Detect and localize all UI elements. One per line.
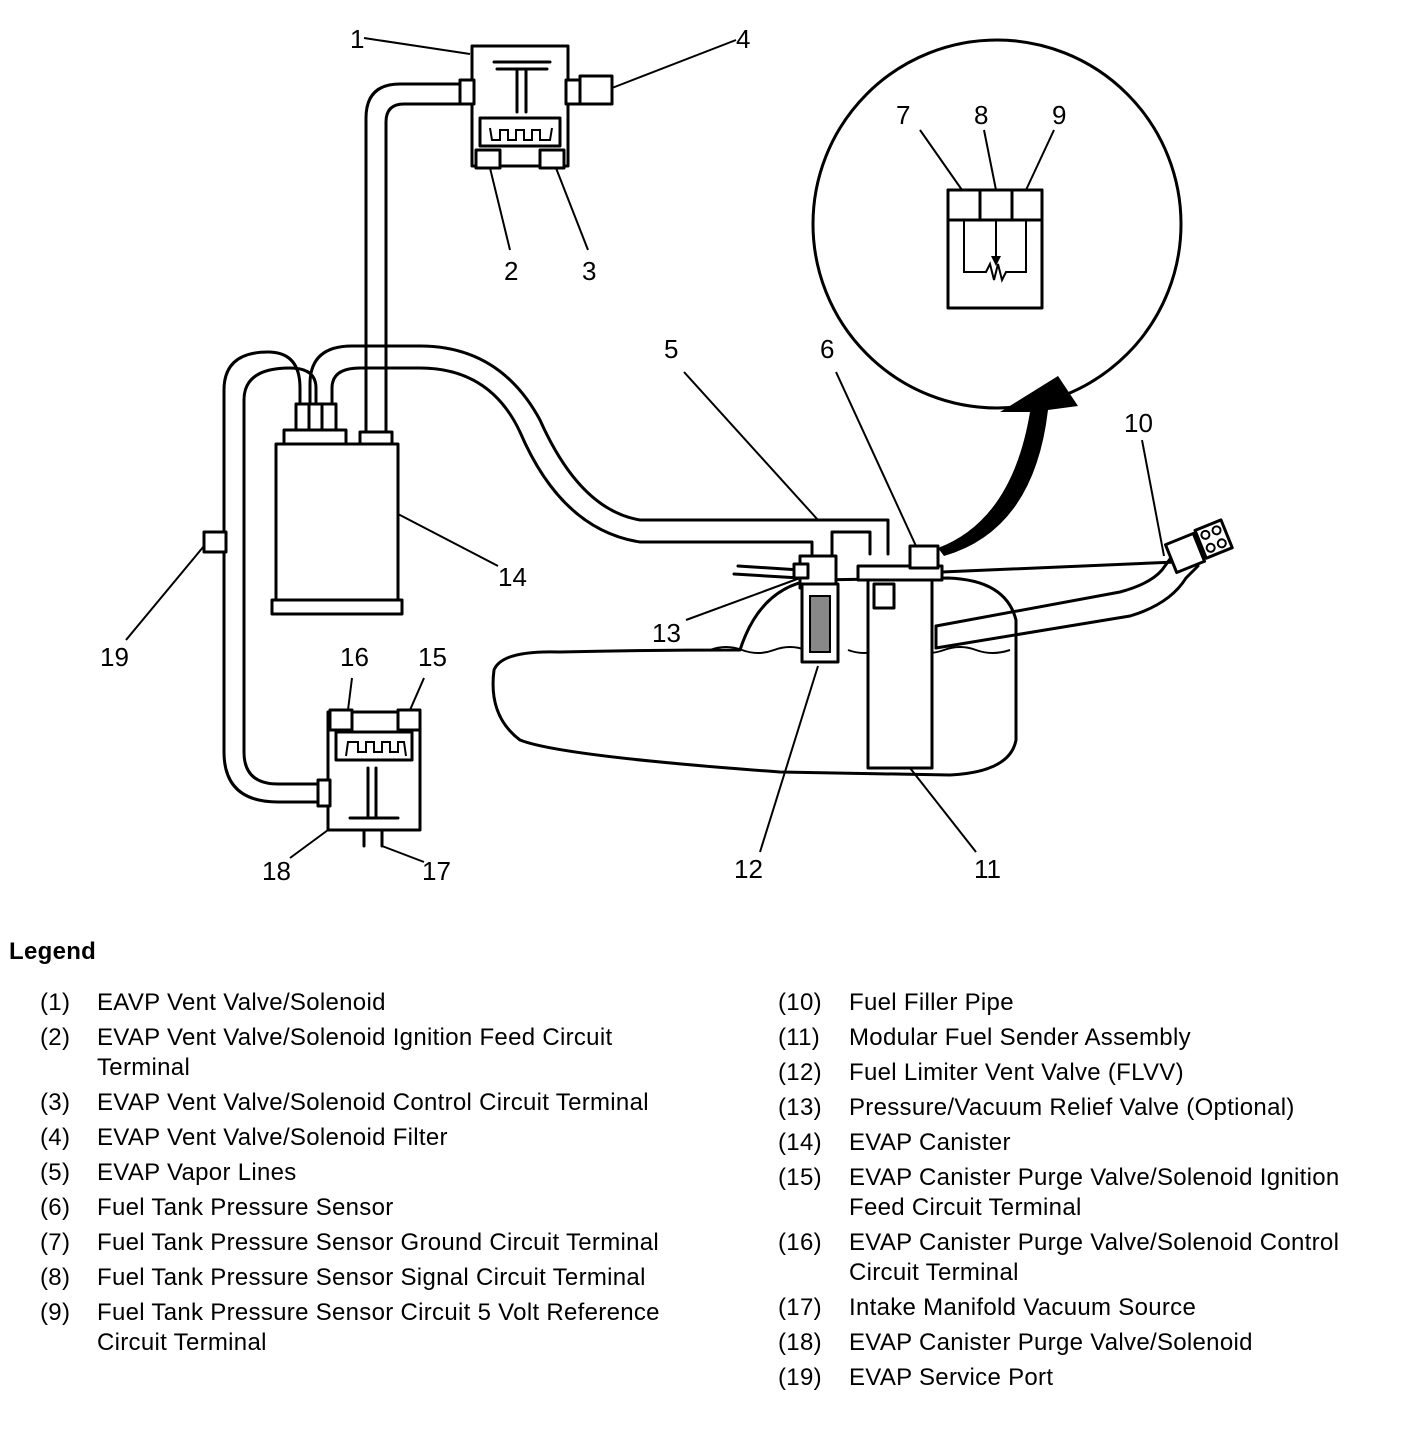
callout-leaders [125,37,1165,863]
evap-service-port [202,530,228,554]
legend-item: (10) Fuel Filler Pipe [778,988,1398,1018]
legend-item-number: (2) [40,1024,71,1051]
legend-item-number: (16) [778,1229,822,1256]
legend-item-text: EVAP Vent Valve/Solenoid Ignition Feed C… [97,1024,613,1081]
legend-title: Legend [9,938,97,965]
legend-left-column: (1) EAVP Vent Valve/Solenoid (2) EVAP Vent … [40,988,680,1363]
legend-item-text: EAVP Vent Valve/Solenoid [97,989,386,1016]
legend-item-text: EVAP Canister Purge Valve/Solenoid [849,1329,1253,1356]
legend-item: (3) EVAP Vent Valve/Solenoid Control Circ… [40,1088,680,1118]
legend-item-text: Fuel Tank Pressure Sensor [97,1194,394,1221]
legend-item-number: (12) [778,1059,822,1086]
vent-hose [364,82,462,437]
fuel-tank [491,576,1018,777]
modular-fuel-sender [856,544,944,770]
legend-item-text: Fuel Tank Pressure Sensor Ground Circuit… [97,1229,660,1256]
canister-hoses [222,344,890,804]
callout-9: 9 [1052,100,1066,130]
legend-right-column: (10) Fuel Filler Pipe (11) Modular Fuel Sen… [778,988,1398,1398]
legend-item: (19) EVAP Service Port [778,1363,1398,1393]
evap-vent-valve-solenoid [458,44,614,170]
callout-4: 4 [736,24,750,54]
legend-item-number: (5) [40,1159,71,1186]
evap-canister-purge-valve [316,708,422,848]
legend-item-number: (9) [40,1299,71,1326]
callout-16: 16 [340,642,369,672]
evap-system-diagram: 1 2 3 4 5 6 7 8 9 10 11 12 13 14 15 16 1… [100,24,1234,886]
legend-item-number: (18) [778,1329,822,1356]
zoom-arrow [938,376,1078,556]
callout-numbers: 1 2 3 4 5 6 7 8 9 10 11 12 13 14 15 16 1… [100,24,1153,886]
legend-item-text: EVAP Canister [849,1129,1011,1156]
legend-item: (17) Intake Manifold Vacuum Source [778,1293,1398,1323]
legend-item: (5) EVAP Vapor Lines [40,1158,680,1188]
legend-item-number: (4) [40,1124,71,1151]
legend-item-text: EVAP Vent Valve/Solenoid Filter [97,1124,448,1151]
callout-14: 14 [498,562,527,592]
legend-item: (15) EVAP Canister Purge Valve/Solenoid I… [778,1163,1398,1223]
legend-item-text: Pressure/Vacuum Relief Valve (Optional) [849,1094,1295,1121]
callout-18: 18 [262,856,291,886]
callout-1: 1 [350,24,364,54]
legend-item: (8) Fuel Tank Pressure Sensor Signal Circ… [40,1263,680,1293]
legend-item-number: (1) [40,989,71,1016]
legend-item: (2) EVAP Vent Valve/Solenoid Ignition Fee… [40,1023,680,1083]
legend-item: (4) EVAP Vent Valve/Solenoid Filter [40,1123,680,1153]
legend-item-number: (10) [778,989,822,1016]
legend-item-number: (11) [778,1024,821,1051]
callout-7: 7 [896,100,910,130]
legend-item-text: Fuel Limiter Vent Valve (FLVV) [849,1059,1184,1086]
legend-item-text: Fuel Filler Pipe [849,989,1014,1016]
fuel-filler-pipe [934,518,1234,650]
legend-item: (9) Fuel Tank Pressure Sensor Circuit 5 V… [40,1298,680,1358]
sensor-connector-detail [811,38,1183,410]
legend-item-number: (14) [778,1129,822,1156]
legend-item-number: (8) [40,1264,71,1291]
callout-8: 8 [974,100,988,130]
callout-12: 12 [734,854,763,884]
legend-item-text: EVAP Canister Purge Valve/Solenoid Ignit… [849,1164,1340,1221]
legend-item-number: (15) [778,1164,822,1191]
legend-item: (11) Modular Fuel Sender Assembly [778,1023,1398,1053]
legend-item-text: Fuel Tank Pressure Sensor Signal Circuit… [97,1264,646,1291]
callout-15: 15 [418,642,447,672]
legend-item-text: EVAP Canister Purge Valve/Solenoid Contr… [849,1229,1340,1286]
legend-item-text: Fuel Tank Pressure Sensor Circuit 5 Volt… [97,1299,660,1356]
legend-item-number: (19) [778,1364,822,1391]
legend-item-number: (17) [778,1294,822,1321]
callout-5: 5 [664,334,678,364]
legend-item: (6) Fuel Tank Pressure Sensor [40,1193,680,1223]
legend-item-number: (13) [778,1094,822,1121]
fuel-limiter-vent-valve [732,554,840,664]
legend-item: (13) Pressure/Vacuum Relief Valve (Option… [778,1093,1398,1123]
callout-10: 10 [1124,408,1153,438]
legend-item-text: EVAP Vent Valve/Solenoid Control Circuit… [97,1089,649,1116]
legend-item: (16) EVAP Canister Purge Valve/Solenoid C… [778,1228,1398,1288]
legend-item-text: EVAP Vapor Lines [97,1159,297,1186]
callout-11: 11 [974,854,1001,884]
legend-item-text: EVAP Service Port [849,1364,1054,1391]
legend-item-text: Modular Fuel Sender Assembly [849,1024,1191,1051]
callout-19: 19 [100,642,129,672]
legend-item: (12) Fuel Limiter Vent Valve (FLVV) [778,1058,1398,1088]
legend-item: (1) EAVP Vent Valve/Solenoid [40,988,680,1018]
legend-item-number: (6) [40,1194,71,1221]
legend-item: (14) EVAP Canister [778,1128,1398,1158]
callout-2: 2 [504,256,518,286]
legend-item-number: (3) [40,1089,71,1116]
evap-canister [270,402,404,616]
legend-item-number: (7) [40,1229,71,1256]
legend-item: (18) EVAP Canister Purge Valve/Solenoid [778,1328,1398,1358]
callout-3: 3 [582,256,596,286]
legend-item-text: Intake Manifold Vacuum Source [849,1294,1197,1321]
callout-17: 17 [422,856,451,886]
callout-6: 6 [820,334,834,364]
legend-item: (7) Fuel Tank Pressure Sensor Ground Circ… [40,1228,680,1258]
callout-13: 13 [652,618,681,648]
